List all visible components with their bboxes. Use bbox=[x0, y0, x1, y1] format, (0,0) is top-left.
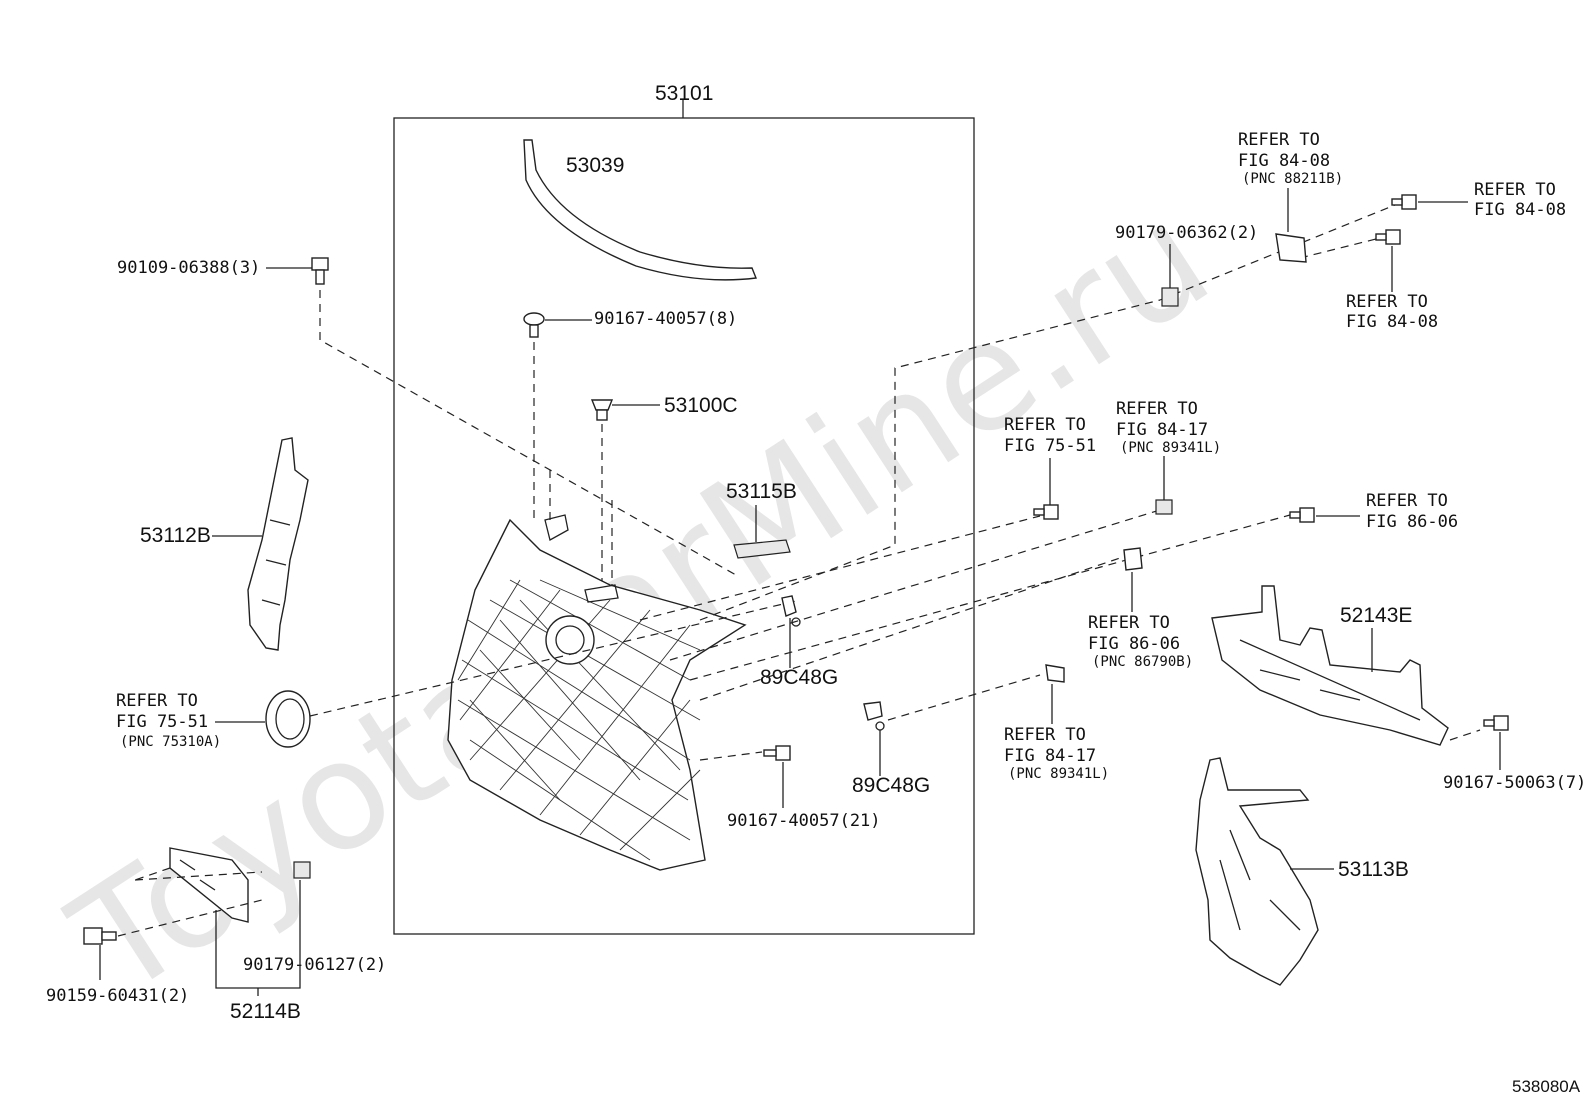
ref-bolt-right-2-line2: FIG 84-08 bbox=[1346, 312, 1438, 332]
ref-sensor-mid-line1: REFER TO bbox=[1088, 613, 1170, 633]
label-52114B[interactable]: 52114B bbox=[230, 1000, 301, 1023]
label-90167-40057-8[interactable]: 90167-40057(8) bbox=[594, 309, 737, 329]
bolt-icon[interactable] bbox=[311, 257, 329, 285]
label-90167-40057-21[interactable]: 90167-40057(21) bbox=[727, 811, 881, 831]
assembly-frame bbox=[393, 117, 975, 935]
clip-upper-right-icon[interactable] bbox=[1161, 287, 1179, 307]
figure-code: 538080A bbox=[1512, 1077, 1581, 1096]
ref-emblem-pnc: (PNC 75310A) bbox=[120, 734, 221, 750]
label-90167-50063[interactable]: 90167-50063(7) bbox=[1443, 773, 1586, 793]
right-lower-retainer[interactable] bbox=[1211, 585, 1449, 746]
ref-sensor-upper-pnc: (PNC 89341L) bbox=[1120, 440, 1221, 456]
screw-right-icon[interactable] bbox=[1483, 715, 1509, 731]
sensor-mount-icon-2[interactable] bbox=[863, 701, 885, 731]
ref-emblem-line1: REFER TO bbox=[116, 691, 198, 711]
ref-sensor-lower-line2: FIG 84-17 bbox=[1004, 746, 1096, 766]
ref-radar-pnc: (PNC 88211B) bbox=[1242, 171, 1343, 187]
bolt-mid-right-icon[interactable] bbox=[1289, 507, 1315, 523]
grille-body[interactable] bbox=[447, 514, 747, 871]
right-cover[interactable] bbox=[1195, 757, 1319, 986]
ref-screw-center-line2: FIG 75-51 bbox=[1004, 436, 1096, 456]
small-bracket[interactable] bbox=[733, 539, 791, 559]
ref-sensor-mid-pnc: (PNC 86790B) bbox=[1092, 654, 1193, 670]
ref-screw-center-line1: REFER TO bbox=[1004, 415, 1086, 435]
bolt-right-2-icon[interactable] bbox=[1375, 229, 1401, 245]
label-53115B[interactable]: 53115B bbox=[726, 480, 797, 503]
nut-icon[interactable] bbox=[293, 861, 311, 879]
upper-molding[interactable] bbox=[523, 139, 757, 281]
label-90109-06388[interactable]: 90109-06388(3) bbox=[117, 258, 260, 278]
ref-bolt-mid-right-line2: FIG 86-06 bbox=[1366, 512, 1458, 532]
label-53100C[interactable]: 53100C bbox=[664, 394, 738, 417]
label-53039[interactable]: 53039 bbox=[566, 154, 624, 177]
bolt-top-right-icon[interactable] bbox=[1391, 194, 1417, 210]
ref-sensor-upper-line2: FIG 84-17 bbox=[1116, 420, 1208, 440]
emblem-icon[interactable] bbox=[265, 690, 311, 748]
screw-icon[interactable] bbox=[523, 312, 545, 338]
sensor-upper-icon[interactable] bbox=[1155, 499, 1173, 515]
ref-emblem-line2: FIG 75-51 bbox=[116, 712, 208, 732]
sensor-mid-icon[interactable] bbox=[1123, 547, 1143, 571]
clip-icon[interactable] bbox=[590, 399, 614, 421]
ref-sensor-upper-line1: REFER TO bbox=[1116, 399, 1198, 419]
bolt-license-icon[interactable] bbox=[83, 927, 117, 945]
ref-sensor-mid-line2: FIG 86-06 bbox=[1088, 634, 1180, 654]
ref-radar-line1: REFER TO bbox=[1238, 130, 1320, 150]
label-53113B[interactable]: 53113B bbox=[1338, 858, 1409, 881]
ref-sensor-lower-pnc: (PNC 89341L) bbox=[1008, 766, 1109, 782]
label-89C48G-1[interactable]: 89C48G bbox=[760, 666, 838, 689]
label-89C48G-2[interactable]: 89C48G bbox=[852, 774, 930, 797]
ref-bolt-mid-right-line1: REFER TO bbox=[1366, 491, 1448, 511]
label-53101[interactable]: 53101 bbox=[655, 82, 713, 105]
label-52143E[interactable]: 52143E bbox=[1340, 604, 1412, 627]
left-retainer[interactable] bbox=[247, 437, 309, 651]
radar-icon[interactable] bbox=[1275, 233, 1307, 263]
screw-center-icon[interactable] bbox=[1033, 504, 1059, 520]
label-90159-60431[interactable]: 90159-60431(2) bbox=[46, 986, 189, 1006]
label-90179-06362[interactable]: 90179-06362(2) bbox=[1115, 223, 1258, 243]
ref-bolt-right-2-line1: REFER TO bbox=[1346, 292, 1428, 312]
sensor-mount-icon[interactable] bbox=[781, 595, 801, 627]
screw-bottom-icon[interactable] bbox=[763, 745, 791, 761]
label-53112B[interactable]: 53112B bbox=[140, 524, 211, 547]
ref-radar-line2: FIG 84-08 bbox=[1238, 151, 1330, 171]
label-90179-06127[interactable]: 90179-06127(2) bbox=[243, 955, 386, 975]
ref-sensor-lower-line1: REFER TO bbox=[1004, 725, 1086, 745]
sensor-lower-icon[interactable] bbox=[1045, 664, 1065, 683]
ref-bolt-top-right-line2: FIG 84-08 bbox=[1474, 200, 1566, 220]
ref-bolt-top-right-line1: REFER TO bbox=[1474, 180, 1556, 200]
